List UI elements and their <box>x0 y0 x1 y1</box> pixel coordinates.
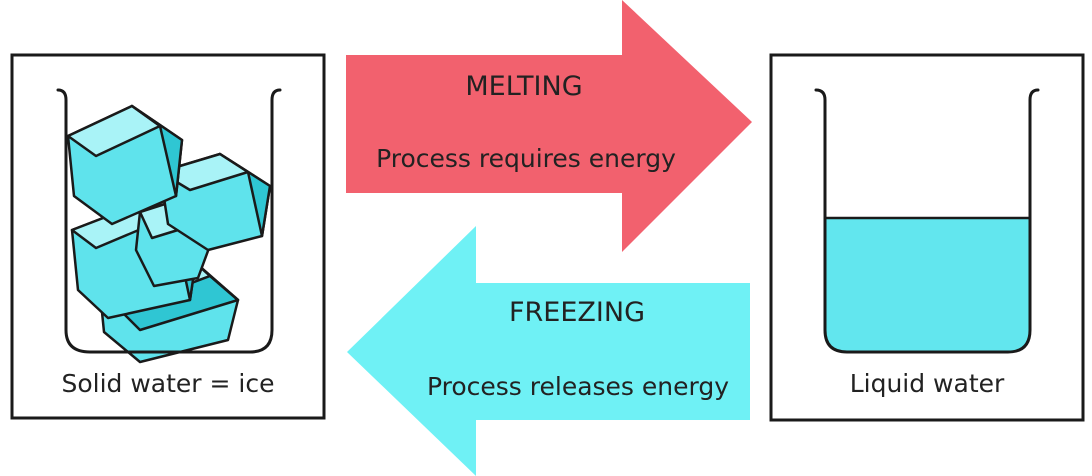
freezing-arrow-shape <box>347 226 750 476</box>
freezing-arrow: FREEZING Process releases energy <box>347 226 750 476</box>
ice-cubes-illustration <box>66 104 272 364</box>
liquid-water-panel: Liquid water <box>769 53 1085 422</box>
melting-arrow: MELTING Process requires energy <box>346 0 752 252</box>
ice-cube <box>66 104 184 226</box>
solid-water-panel: Solid water = ice <box>10 53 326 420</box>
melting-title: MELTING <box>465 71 582 102</box>
freezing-title: FREEZING <box>509 297 645 328</box>
liquid-water-beaker <box>814 88 1040 354</box>
liquid-water-label: Liquid water <box>850 369 1005 398</box>
liquid-water-fill <box>825 218 1030 352</box>
solid-water-beaker <box>56 88 282 354</box>
melting-description: Process requires energy <box>376 144 676 173</box>
solid-water-label: Solid water = ice <box>61 369 274 398</box>
melting-arrow-shape <box>346 0 752 252</box>
freezing-description: Process releases energy <box>427 372 729 401</box>
ice-cube <box>158 152 272 252</box>
